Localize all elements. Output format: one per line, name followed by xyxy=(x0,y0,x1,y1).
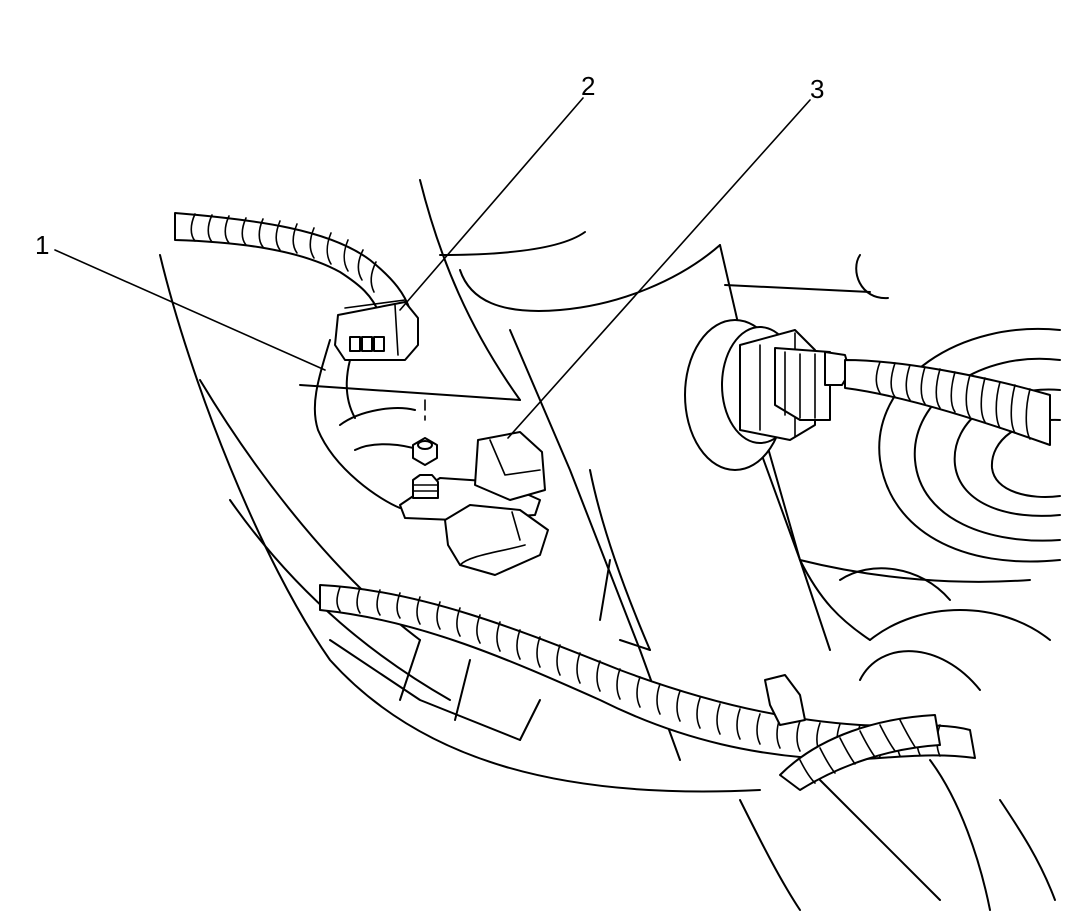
callout-2-label: 2 xyxy=(581,71,595,101)
wire-harness-upper xyxy=(174,212,411,316)
callout-3-label: 3 xyxy=(810,74,824,104)
callout-leaders xyxy=(54,97,811,439)
threaded-sensor-fitting xyxy=(684,319,851,471)
bracket xyxy=(313,339,421,509)
sensor-with-mount xyxy=(399,399,549,576)
wire-harness-right xyxy=(844,359,1051,446)
electrical-connector xyxy=(334,299,419,361)
engine-structure xyxy=(159,179,1056,911)
wire-harness-lower xyxy=(319,584,976,791)
callout-1-label: 1 xyxy=(35,230,49,260)
